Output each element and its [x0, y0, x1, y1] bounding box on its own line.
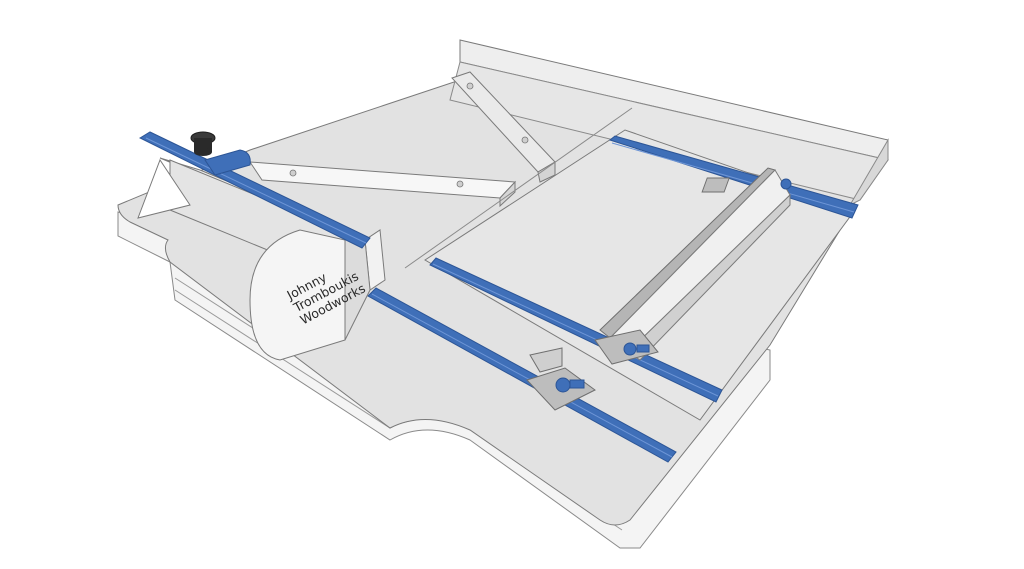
diagonal-brace-lower: [249, 161, 517, 208]
stop-clamp-upper: [701, 177, 792, 193]
stop-clamp-middle: [594, 329, 659, 365]
t-track-lower-left: [367, 287, 677, 463]
fence-t-track: [138, 131, 371, 249]
flip-stop: [190, 131, 251, 176]
back-fence: [449, 39, 889, 207]
kerf-line: [404, 107, 633, 269]
front-fence: [159, 157, 386, 361]
fence-gusset: [137, 158, 191, 219]
stop-clamp-lower: [526, 347, 596, 411]
